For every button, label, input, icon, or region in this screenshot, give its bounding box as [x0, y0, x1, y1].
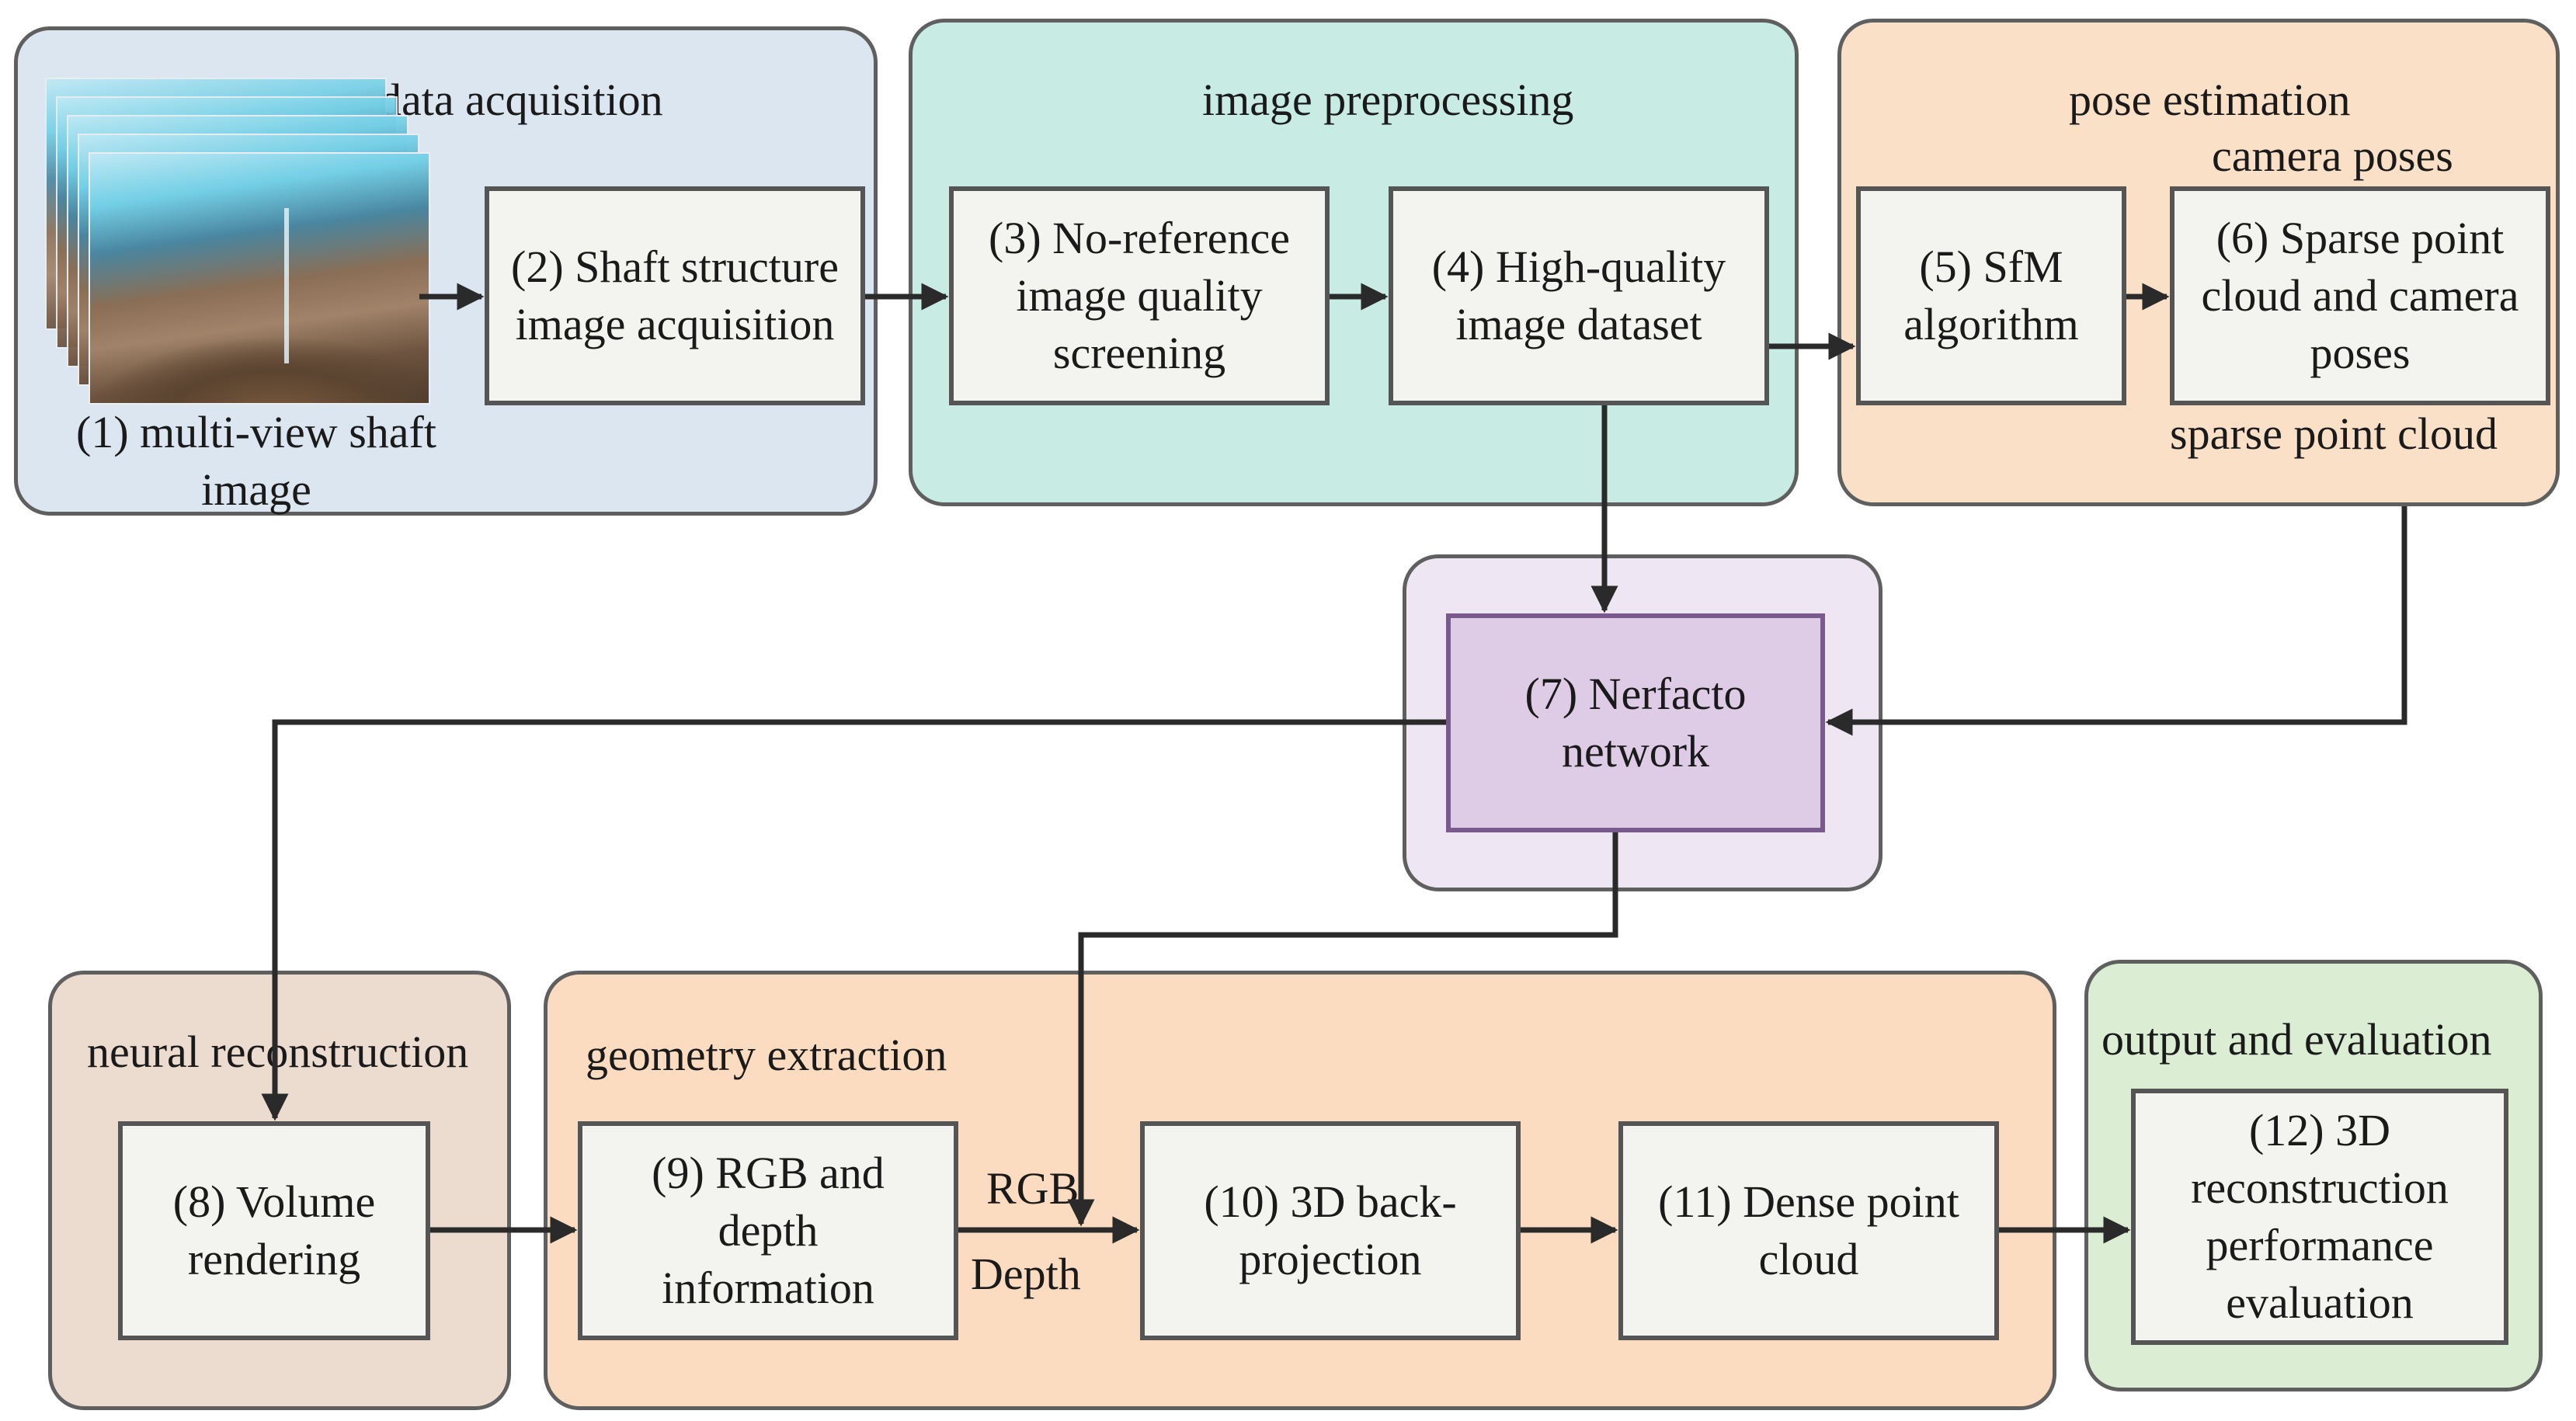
node-5-sfm-algorithm: (5) SfM algorithm	[1856, 186, 2126, 405]
edge-label-rgb: RGB	[986, 1163, 1079, 1214]
arrow-6-to-7	[1825, 506, 2407, 736]
arrow-7-to-10	[1067, 832, 1618, 1227]
node-2-shaft-structure-acquisition: (2) Shaft structure image acquisition	[485, 186, 865, 405]
group-title-neural-reconstruction: neural reconstruction	[87, 1027, 469, 1077]
node-3-no-reference-screening: (3) No-reference image quality screening	[949, 186, 1330, 405]
node-1-label: (1) multi-view shaft image	[76, 407, 436, 515]
group-title-image-preprocessing: image preprocessing	[1202, 75, 1574, 125]
node-10-3d-back-projection: (10) 3D back- projection	[1140, 1121, 1521, 1340]
node-7-nerfacto-network: (7) Nerfacto network	[1446, 613, 1825, 832]
group-title-geometry-extraction: geometry extraction	[586, 1030, 947, 1080]
group-title-data-acquisition: data acquisition	[379, 75, 663, 125]
arrow-7-to-8	[261, 719, 1446, 1121]
shaft-photo	[89, 152, 430, 405]
node-6-sparse-cloud-camera-poses: (6) Sparse point cloud and camera poses	[2170, 186, 2550, 405]
node-8-volume-rendering: (8) Volume rendering	[118, 1121, 430, 1340]
node-9-rgb-depth-information: (9) RGB and depth information	[578, 1121, 958, 1340]
group-title-output-evaluation: output and evaluation	[2101, 1014, 2492, 1065]
node-4-high-quality-dataset: (4) High-quality image dataset	[1389, 186, 1769, 405]
node-11-dense-point-cloud: (11) Dense point cloud	[1618, 1121, 1999, 1340]
edge-label-depth: Depth	[971, 1249, 1081, 1299]
node-12-performance-evaluation: (12) 3D reconstruction performance evalu…	[2131, 1089, 2508, 1345]
edge-label-sparse-point-cloud: sparse point cloud	[2170, 408, 2498, 459]
group-title-pose-estimation: pose estimation	[2069, 75, 2351, 125]
multi-view-shaft-photos	[45, 78, 430, 405]
edge-label-camera-poses: camera poses	[2212, 130, 2453, 181]
